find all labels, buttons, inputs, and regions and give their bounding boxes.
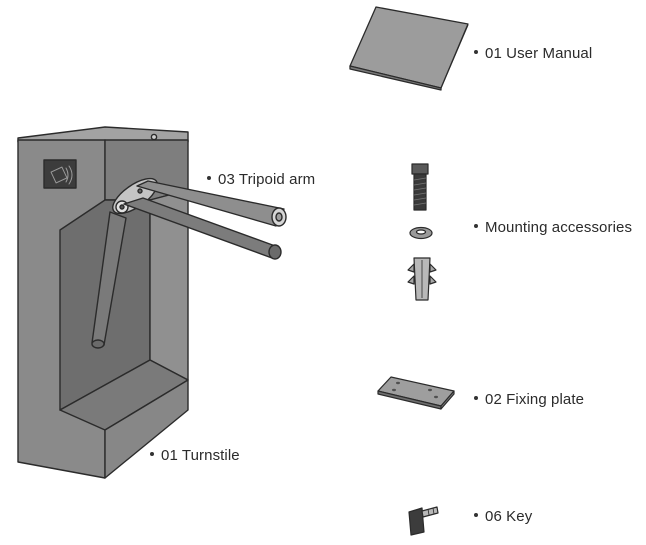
turnstile-illustration [17,126,287,479]
label-text: Mounting accessories [485,219,633,236]
tripod-arm-down [91,211,127,349]
label-tripoid-arm: 03 Tripoid arm [207,171,315,189]
anchor-plug-illustration [407,257,437,301]
label-text: 01 User Manual [485,45,593,62]
label-text: 06 Key [485,508,533,525]
bullet-icon [474,396,478,401]
bullet-icon [207,176,211,181]
bolt-illustration [411,163,429,211]
key-illustration [408,506,439,536]
card-reader [43,159,77,189]
label-key: 06 Key [474,508,532,526]
label-text: 01 Turnstile [161,447,240,464]
label-turnstile: 01 Turnstile [150,447,240,465]
bullet-icon [474,513,478,518]
nfc-icon [50,165,73,185]
tripod-arm-lower [123,197,282,260]
label-mounting-accessories: Mounting accessories [474,219,632,237]
bullet-icon [150,452,154,457]
user-manual-illustration [349,6,469,91]
label-user-manual: 01 User Manual [474,45,592,63]
bullet-icon [474,224,478,229]
label-fixing-plate: 02 Fixing plate [474,391,584,409]
fixing-plate-illustration [377,376,455,410]
label-text: 03 Tripoid arm [218,171,316,188]
washer-illustration [409,226,433,240]
turnstile-base-front [104,379,189,479]
tripod-arm-upper [136,180,287,227]
bullet-icon [474,50,478,55]
label-text: 02 Fixing plate [485,391,585,408]
